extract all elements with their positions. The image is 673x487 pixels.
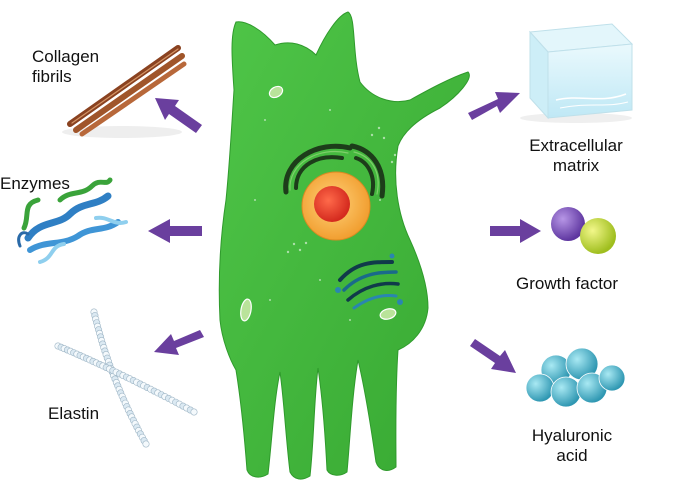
endoplasmic-reticulum [283, 143, 386, 199]
enzyme-protein-icon [17, 177, 128, 264]
arrow-to-ecm [468, 92, 520, 120]
arrows [148, 92, 541, 373]
fibroblast-cell [218, 11, 470, 480]
label-ecm-line1: Extracellular [529, 136, 623, 155]
label-hyaluronic-line1: Hyaluronic [531, 426, 613, 445]
hyaluronic-acid-icon [525, 347, 626, 408]
label-ecm-line2: matrix [552, 156, 600, 175]
elastin-icon [54, 308, 198, 448]
label-hyaluronic-acid: Hyaluronic acid [522, 426, 622, 466]
vesicle [268, 85, 284, 99]
arrow-to-collagen [155, 98, 202, 133]
vesicle [240, 298, 252, 322]
arrow-to-growth-factor [490, 219, 541, 243]
arrow-to-elastin [154, 330, 204, 355]
elastin-bead [142, 440, 150, 448]
label-collagen-line1: Collagen [32, 47, 100, 66]
arrow-to-enzymes [148, 219, 202, 243]
collagen-fibrils-icon [62, 45, 187, 138]
label-extracellular-matrix: Extracellular matrix [518, 136, 634, 176]
label-enzymes: Enzymes [0, 174, 70, 193]
cell-speckles [254, 109, 407, 321]
label-growth-factor: Growth factor [516, 274, 619, 293]
label-hyaluronic-line2: acid [556, 446, 588, 465]
extracellular-matrix-icon [520, 23, 634, 123]
golgi-apparatus [335, 253, 403, 310]
growth-factor-icon [551, 207, 616, 254]
arrow-to-hyaluronic [470, 339, 516, 373]
label-collagen-line2: fibrils [32, 67, 72, 86]
nucleolus [314, 186, 350, 222]
cell-body [218, 11, 470, 480]
label-elastin: Elastin [48, 404, 100, 423]
elastin-bead [190, 408, 198, 416]
vesicle [379, 308, 397, 320]
label-collagen-fibrils: Collagen fibrils [32, 47, 99, 87]
